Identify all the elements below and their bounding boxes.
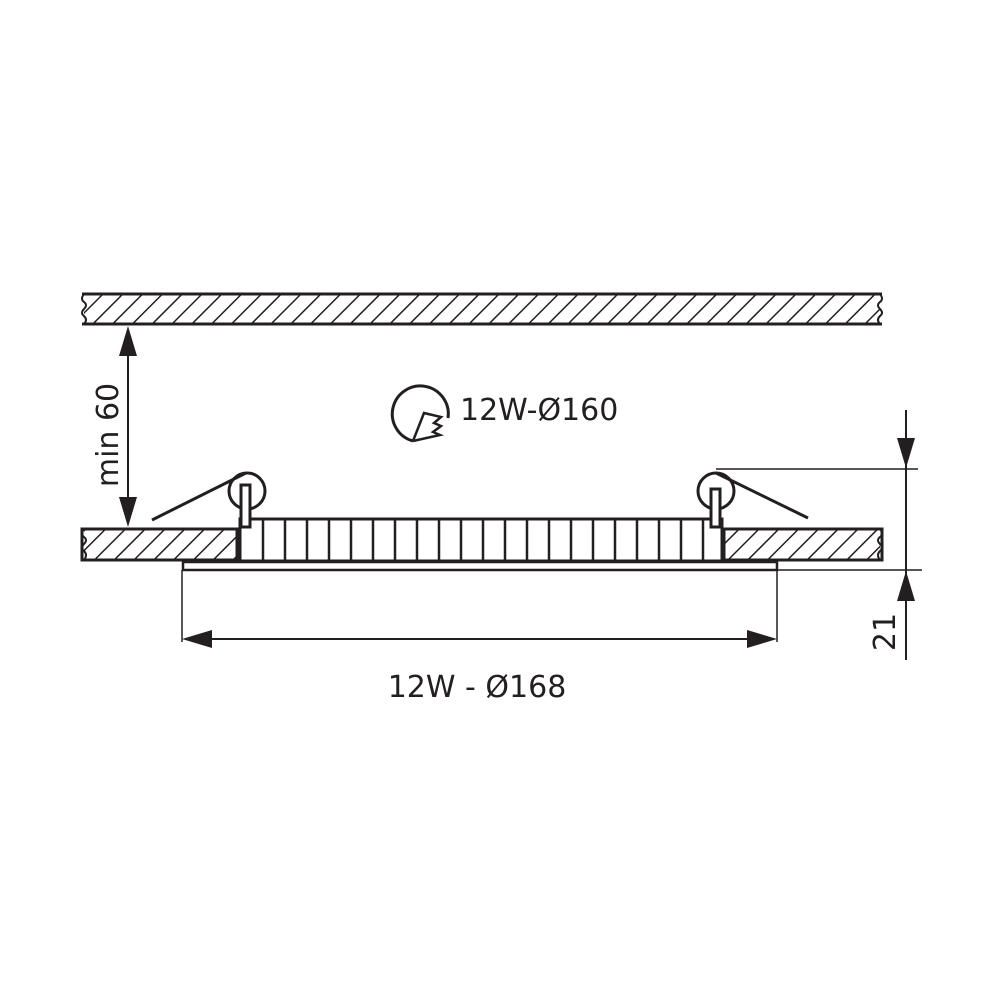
front-panel-flange [181, 560, 779, 572]
min-clearance-dimension: min 60 [91, 326, 137, 527]
min-clearance-label: min 60 [91, 383, 126, 487]
outer-diameter-label: 12W - Ø168 [388, 670, 567, 705]
upper-ceiling-slab [81, 292, 883, 326]
hole-saw-icon [390, 384, 450, 443]
outer-diameter-dimension: 12W - Ø168 [181, 570, 778, 705]
heat-sink [238, 517, 724, 563]
left-spring-clip [151, 471, 267, 529]
height-label: 21 [868, 613, 903, 651]
lower-ceiling-right [722, 527, 884, 562]
lower-ceiling-left [80, 527, 239, 562]
cutout-diameter-label: 12W-Ø160 [460, 393, 618, 428]
right-spring-clip [696, 471, 809, 529]
height-dimension: 21 [716, 410, 922, 660]
